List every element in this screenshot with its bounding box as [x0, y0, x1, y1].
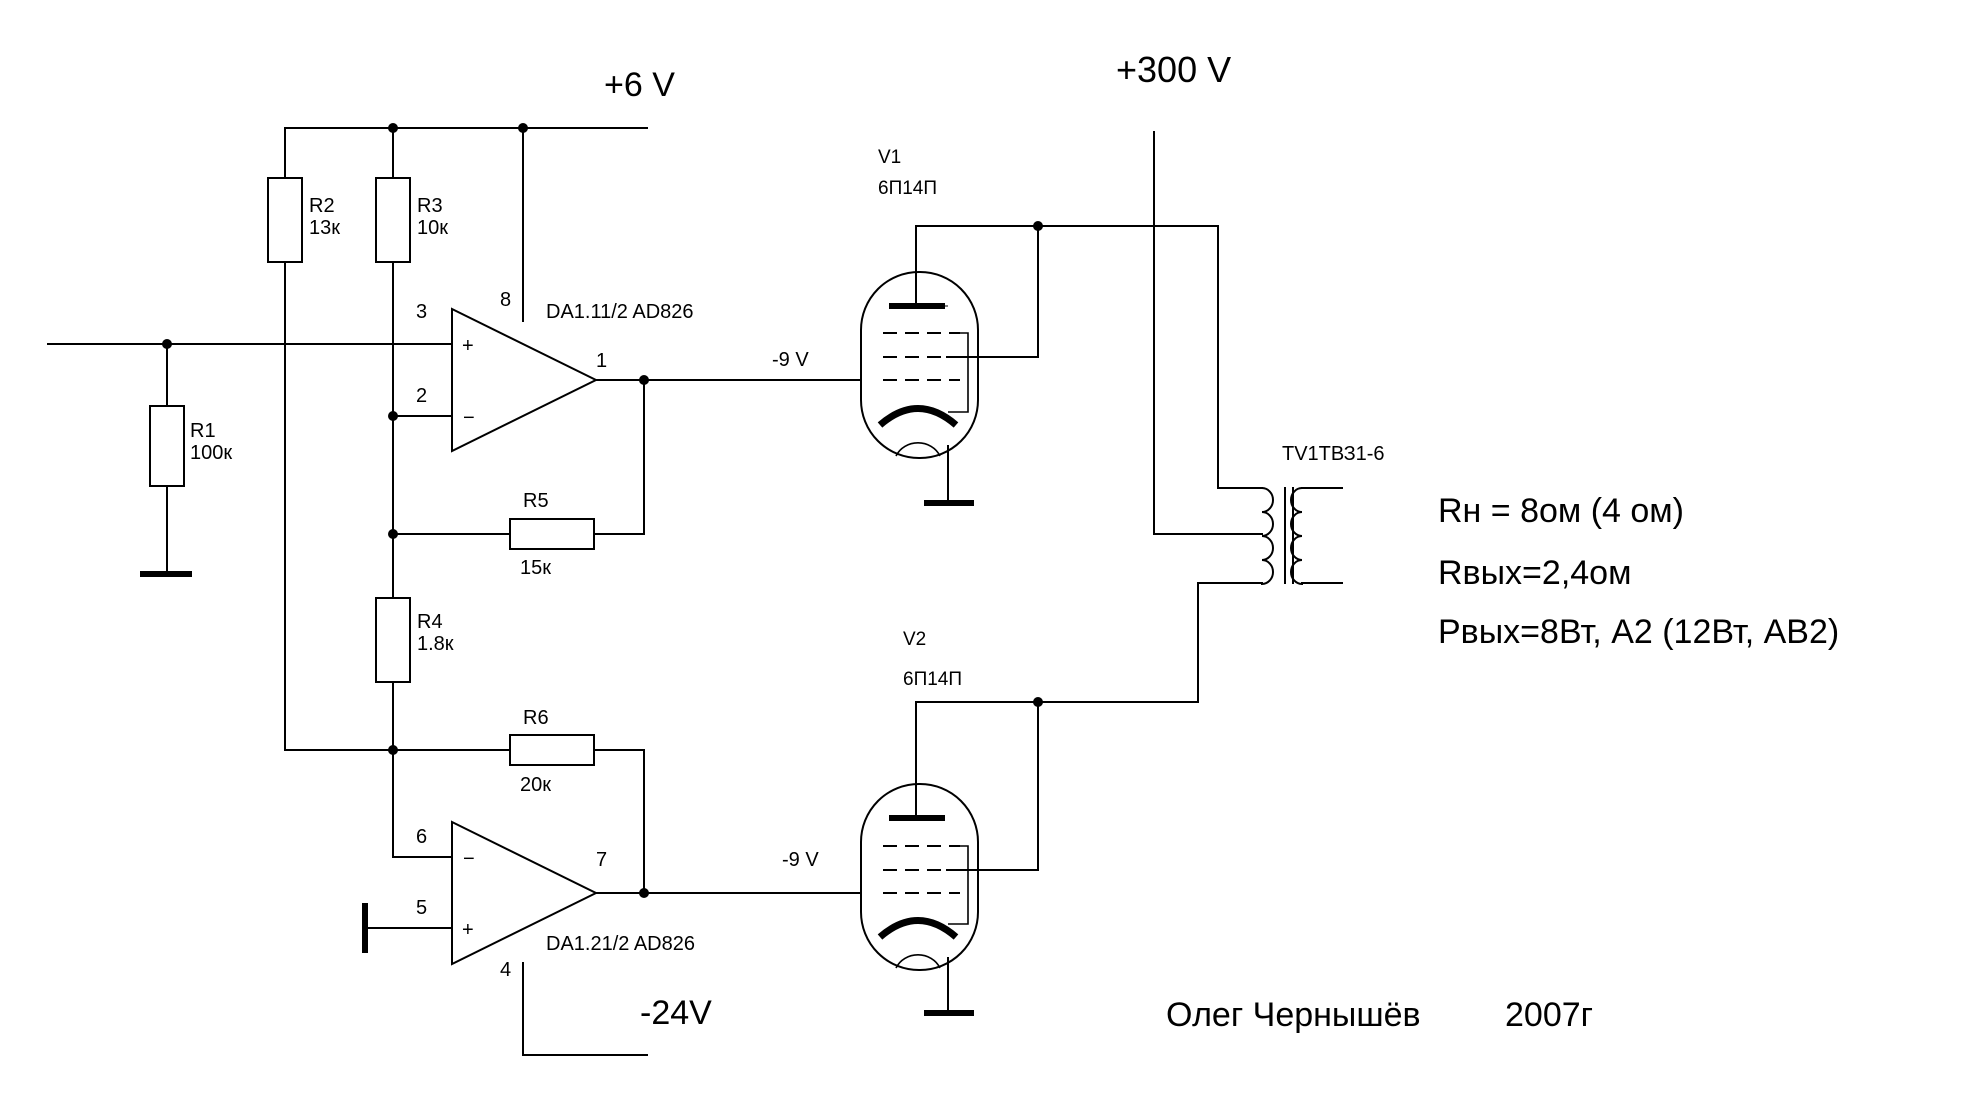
junction-dot [162, 339, 172, 349]
junction-dot [639, 375, 649, 385]
rail-pos6-label: +6 V [604, 66, 675, 104]
wire-pos300 [1153, 131, 1263, 535]
wire-v2-anode [915, 582, 1263, 819]
opamp2-pin-plus: 5 [416, 897, 427, 919]
r5-ref: R5 [523, 490, 549, 512]
opamp1-pin-supply: 8 [500, 289, 511, 311]
opamp1-pin-out: 1 [596, 350, 607, 372]
opamp-2 [451, 820, 599, 966]
r2-value: 13к [309, 217, 340, 239]
wires [47, 127, 1343, 1056]
spec-output-impedance: Rвых=2,4ом [1438, 554, 1631, 592]
r3-value: 10к [417, 217, 448, 239]
rail-pos300-label: +300 V [1116, 49, 1231, 90]
opamp1-pin-plus: 3 [416, 301, 427, 323]
tube-v2-beam-link [948, 845, 969, 925]
r3-ref: R3 [417, 195, 443, 217]
junction-dot [388, 123, 398, 133]
spec-output-power: Рвых=8Вт, А2 (12Вт, АВ2) [1438, 613, 1839, 651]
transformer-tv1 [1260, 486, 1304, 586]
v1-type: 6П14П [878, 178, 937, 199]
opamp2-minus-sign: − [463, 848, 475, 870]
opamp2-pin-minus: 6 [416, 826, 427, 848]
labels: +6 V +300 V -24V R1 100к R2 13к R3 10к R… [190, 49, 1839, 1034]
resistor-r5 [509, 518, 595, 550]
opamp-1 [451, 307, 599, 453]
resistors [149, 177, 595, 766]
transformer-secondary-winding [1290, 486, 1304, 586]
v1-grid-voltage: -9 V [772, 349, 809, 371]
tube-v1-heater [895, 441, 941, 457]
grounds [140, 500, 974, 1016]
opamp1-label: DA1.11/2 AD826 [546, 301, 694, 323]
r1-value: 100к [190, 442, 232, 464]
wire-r2-bottom [284, 261, 394, 751]
wire-r5-right [593, 379, 645, 535]
author-year: 2007г [1505, 996, 1593, 1034]
rail-neg24-label: -24V [640, 994, 712, 1032]
tube-v1-cathode [877, 405, 959, 428]
opamp-2-triangle [451, 820, 599, 966]
tube-v2-cathode [877, 917, 959, 940]
tube-v1-envelope [860, 271, 979, 459]
r5-value: 15к [520, 557, 551, 579]
tube-v1 [860, 271, 979, 459]
v1-ref: V1 [878, 147, 901, 168]
author-name: Олег Чернышёв [1166, 996, 1421, 1034]
opamp1-plus-sign: + [462, 335, 474, 357]
wire-v1-screen [946, 225, 1039, 358]
v2-type: 6П14П [903, 669, 962, 690]
r1-ref: R1 [190, 420, 216, 442]
transformer-primary-winding [1260, 486, 1274, 586]
wire-opamp2-supply [522, 962, 648, 1056]
resistor-r1 [149, 405, 185, 487]
junction-dots [162, 123, 1043, 898]
opamp2-pin-out: 7 [596, 849, 607, 871]
tube-v2-envelope [860, 783, 979, 971]
junction-dot [1033, 221, 1043, 231]
opamp2-plus-sign: + [462, 919, 474, 941]
junction-dot [1033, 697, 1043, 707]
spec-load: Rн = 8ом (4 ом) [1438, 492, 1684, 530]
wire-v1-anode [915, 225, 1263, 489]
tube-v2 [860, 783, 979, 971]
resistor-r4 [375, 597, 411, 683]
v2-ref: V2 [903, 629, 926, 650]
opamp2-label: DA1.21/2 AD826 [546, 933, 695, 955]
r4-value: 1.8к [417, 633, 454, 655]
wire-r4-bottom [392, 681, 453, 858]
r6-ref: R6 [523, 707, 549, 729]
junction-dot [388, 529, 398, 539]
wire-v2-screen [946, 701, 1039, 871]
r6-value: 20к [520, 774, 551, 796]
v2-grid-voltage: -9 V [782, 849, 819, 871]
tube-v2-heater [895, 953, 941, 969]
r4-ref: R4 [417, 611, 443, 633]
opamp1-pin-minus: 2 [416, 385, 427, 407]
r2-ref: R2 [309, 195, 335, 217]
resistor-r3 [375, 177, 411, 263]
resistor-r2 [267, 177, 303, 263]
tube-v1-beam-link [948, 332, 969, 413]
opamp1-minus-sign: − [463, 407, 475, 429]
junction-dot [388, 411, 398, 421]
resistor-r6 [509, 734, 595, 766]
junction-dot [518, 123, 528, 133]
junction-dot [388, 745, 398, 755]
opamp-1-triangle [451, 307, 599, 453]
wire-r6-right [593, 749, 645, 894]
junction-dot [639, 888, 649, 898]
opamp2-pin-supply: 4 [500, 959, 511, 981]
transformer-ref: TV1ТВЗ1-6 [1282, 443, 1385, 465]
